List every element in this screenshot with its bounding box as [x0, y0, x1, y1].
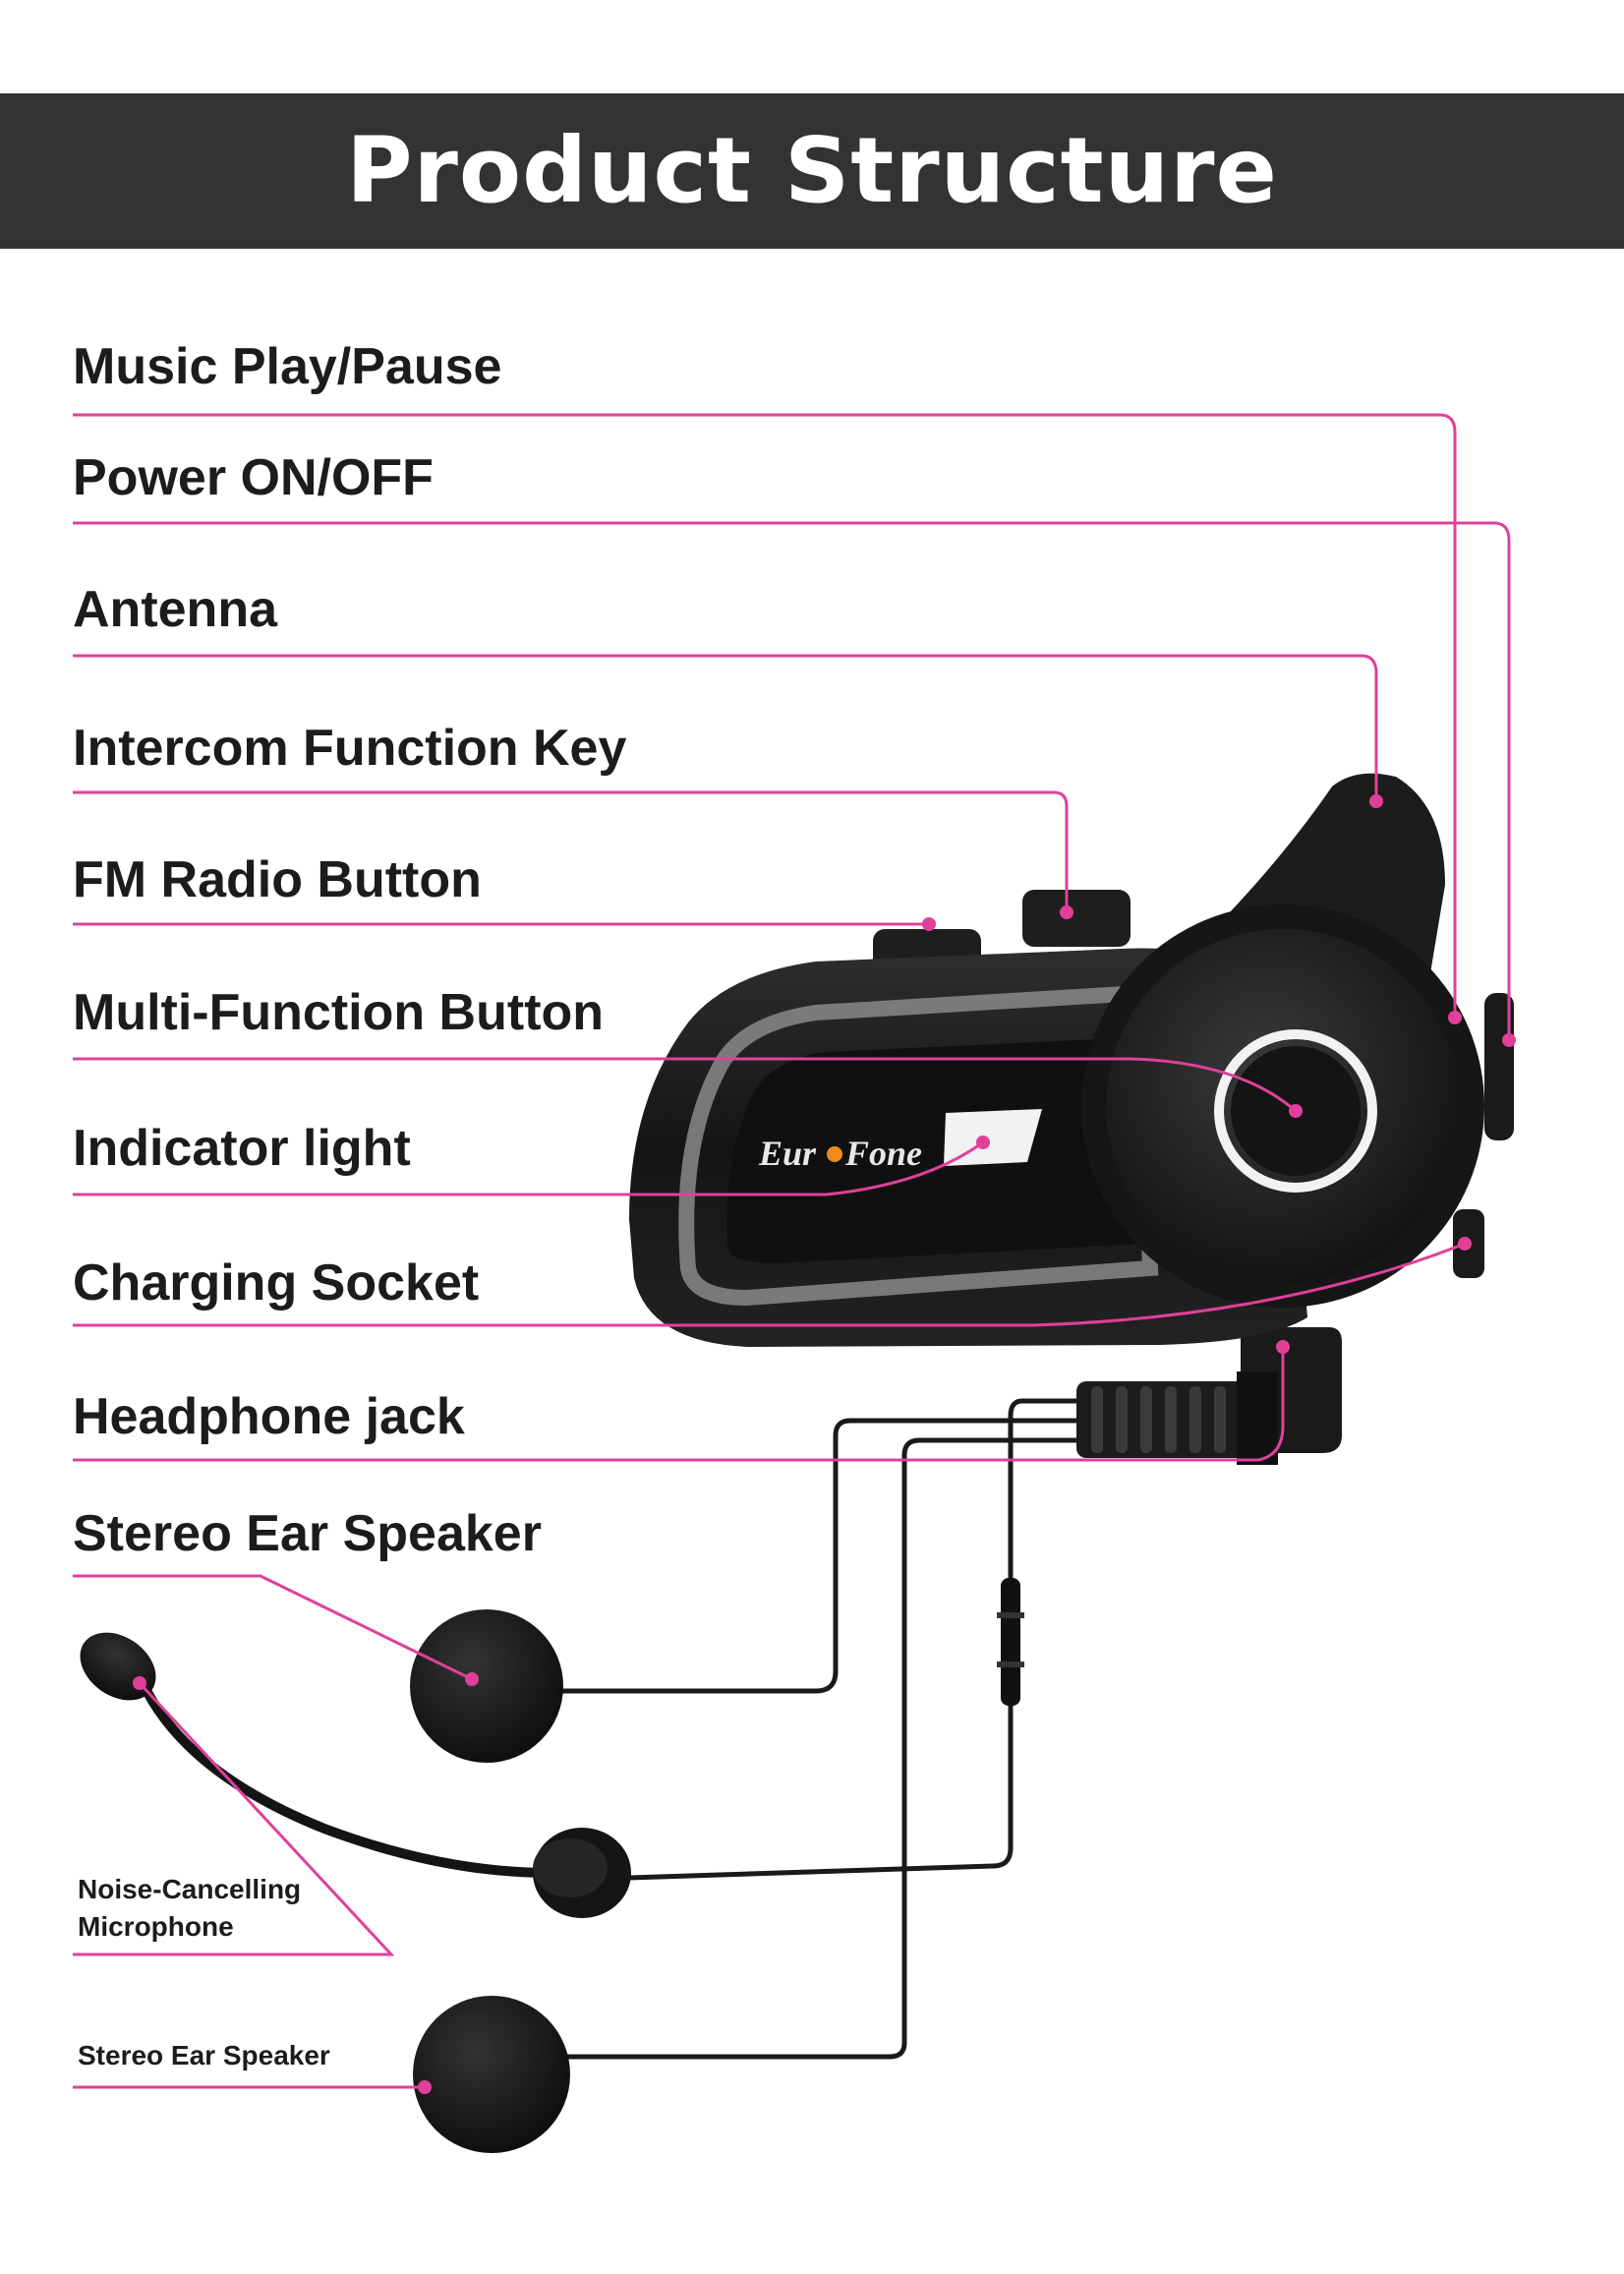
cable-connector	[997, 1578, 1024, 1706]
stereo-ear-speaker-upper	[410, 1609, 563, 1763]
leader-power-on-off	[73, 521, 1511, 1040]
label-noise-cancelling-line1: Noise-Cancelling	[78, 1874, 302, 1904]
label-charging-socket: Charging Socket	[73, 1254, 480, 1312]
lower-speaker-cable	[565, 1437, 1081, 2060]
cables	[560, 1398, 1081, 2060]
page-title: Product Structure	[346, 118, 1278, 223]
leader-antenna	[73, 654, 1378, 801]
headphone-jack-plug	[1076, 1327, 1342, 1465]
label-noise-cancelling-line2: Microphone	[78, 1911, 234, 1942]
mic-boom	[133, 1666, 555, 1878]
leader-lines	[73, 413, 1511, 2089]
leader-noise-cancelling-microphone	[73, 1681, 395, 1956]
label-intercom-function-key: Intercom Function Key	[73, 720, 627, 777]
leader-indicator-light	[73, 1140, 984, 1196]
label-antenna: Antenna	[73, 581, 277, 638]
label-fm-radio-button: FM Radio Button	[73, 851, 482, 908]
headset-unit: Eur Fone	[629, 773, 1514, 1347]
multi-function-ring	[1214, 1029, 1377, 1193]
upper-speaker-cable	[560, 1418, 1081, 1694]
noise-cancelling-microphone	[80, 1632, 631, 1918]
brand-logo-right: Fone	[844, 1134, 922, 1173]
leader-charging-socket	[73, 1242, 1466, 1327]
brand-logo-dot	[827, 1146, 842, 1162]
leader-stereo-ear-speaker	[73, 1574, 473, 1681]
label-stereo-ear-speaker: Stereo Ear Speaker	[73, 1505, 542, 1562]
label-multi-function-button: Multi-Function Button	[73, 984, 605, 1041]
label-music-play-pause: Music Play/Pause	[73, 338, 502, 395]
title-banner: Product Structure	[0, 93, 1624, 249]
leader-music-play-pause	[73, 413, 1457, 1018]
intercom-key-shape	[1022, 890, 1131, 947]
power-button-shape	[1484, 993, 1514, 1140]
label-indicator-light: Indicator light	[73, 1120, 411, 1177]
brand-logo-left: Eur	[758, 1134, 817, 1173]
side-trim	[678, 984, 1159, 1307]
front-panel	[726, 1037, 1145, 1263]
leader-endpoints	[133, 794, 1516, 2094]
stereo-ear-speaker-lower	[413, 1996, 570, 2153]
label-power-on-off: Power ON/OFF	[73, 449, 434, 506]
label-headphone-jack: Headphone jack	[73, 1388, 465, 1445]
leader-headphone-jack	[73, 1347, 1285, 1462]
leader-intercom-function-key	[73, 790, 1069, 912]
leader-multi-function-button	[73, 1057, 1297, 1113]
label-stereo-ear-speaker-small: Stereo Ear Speaker	[78, 2040, 330, 2070]
